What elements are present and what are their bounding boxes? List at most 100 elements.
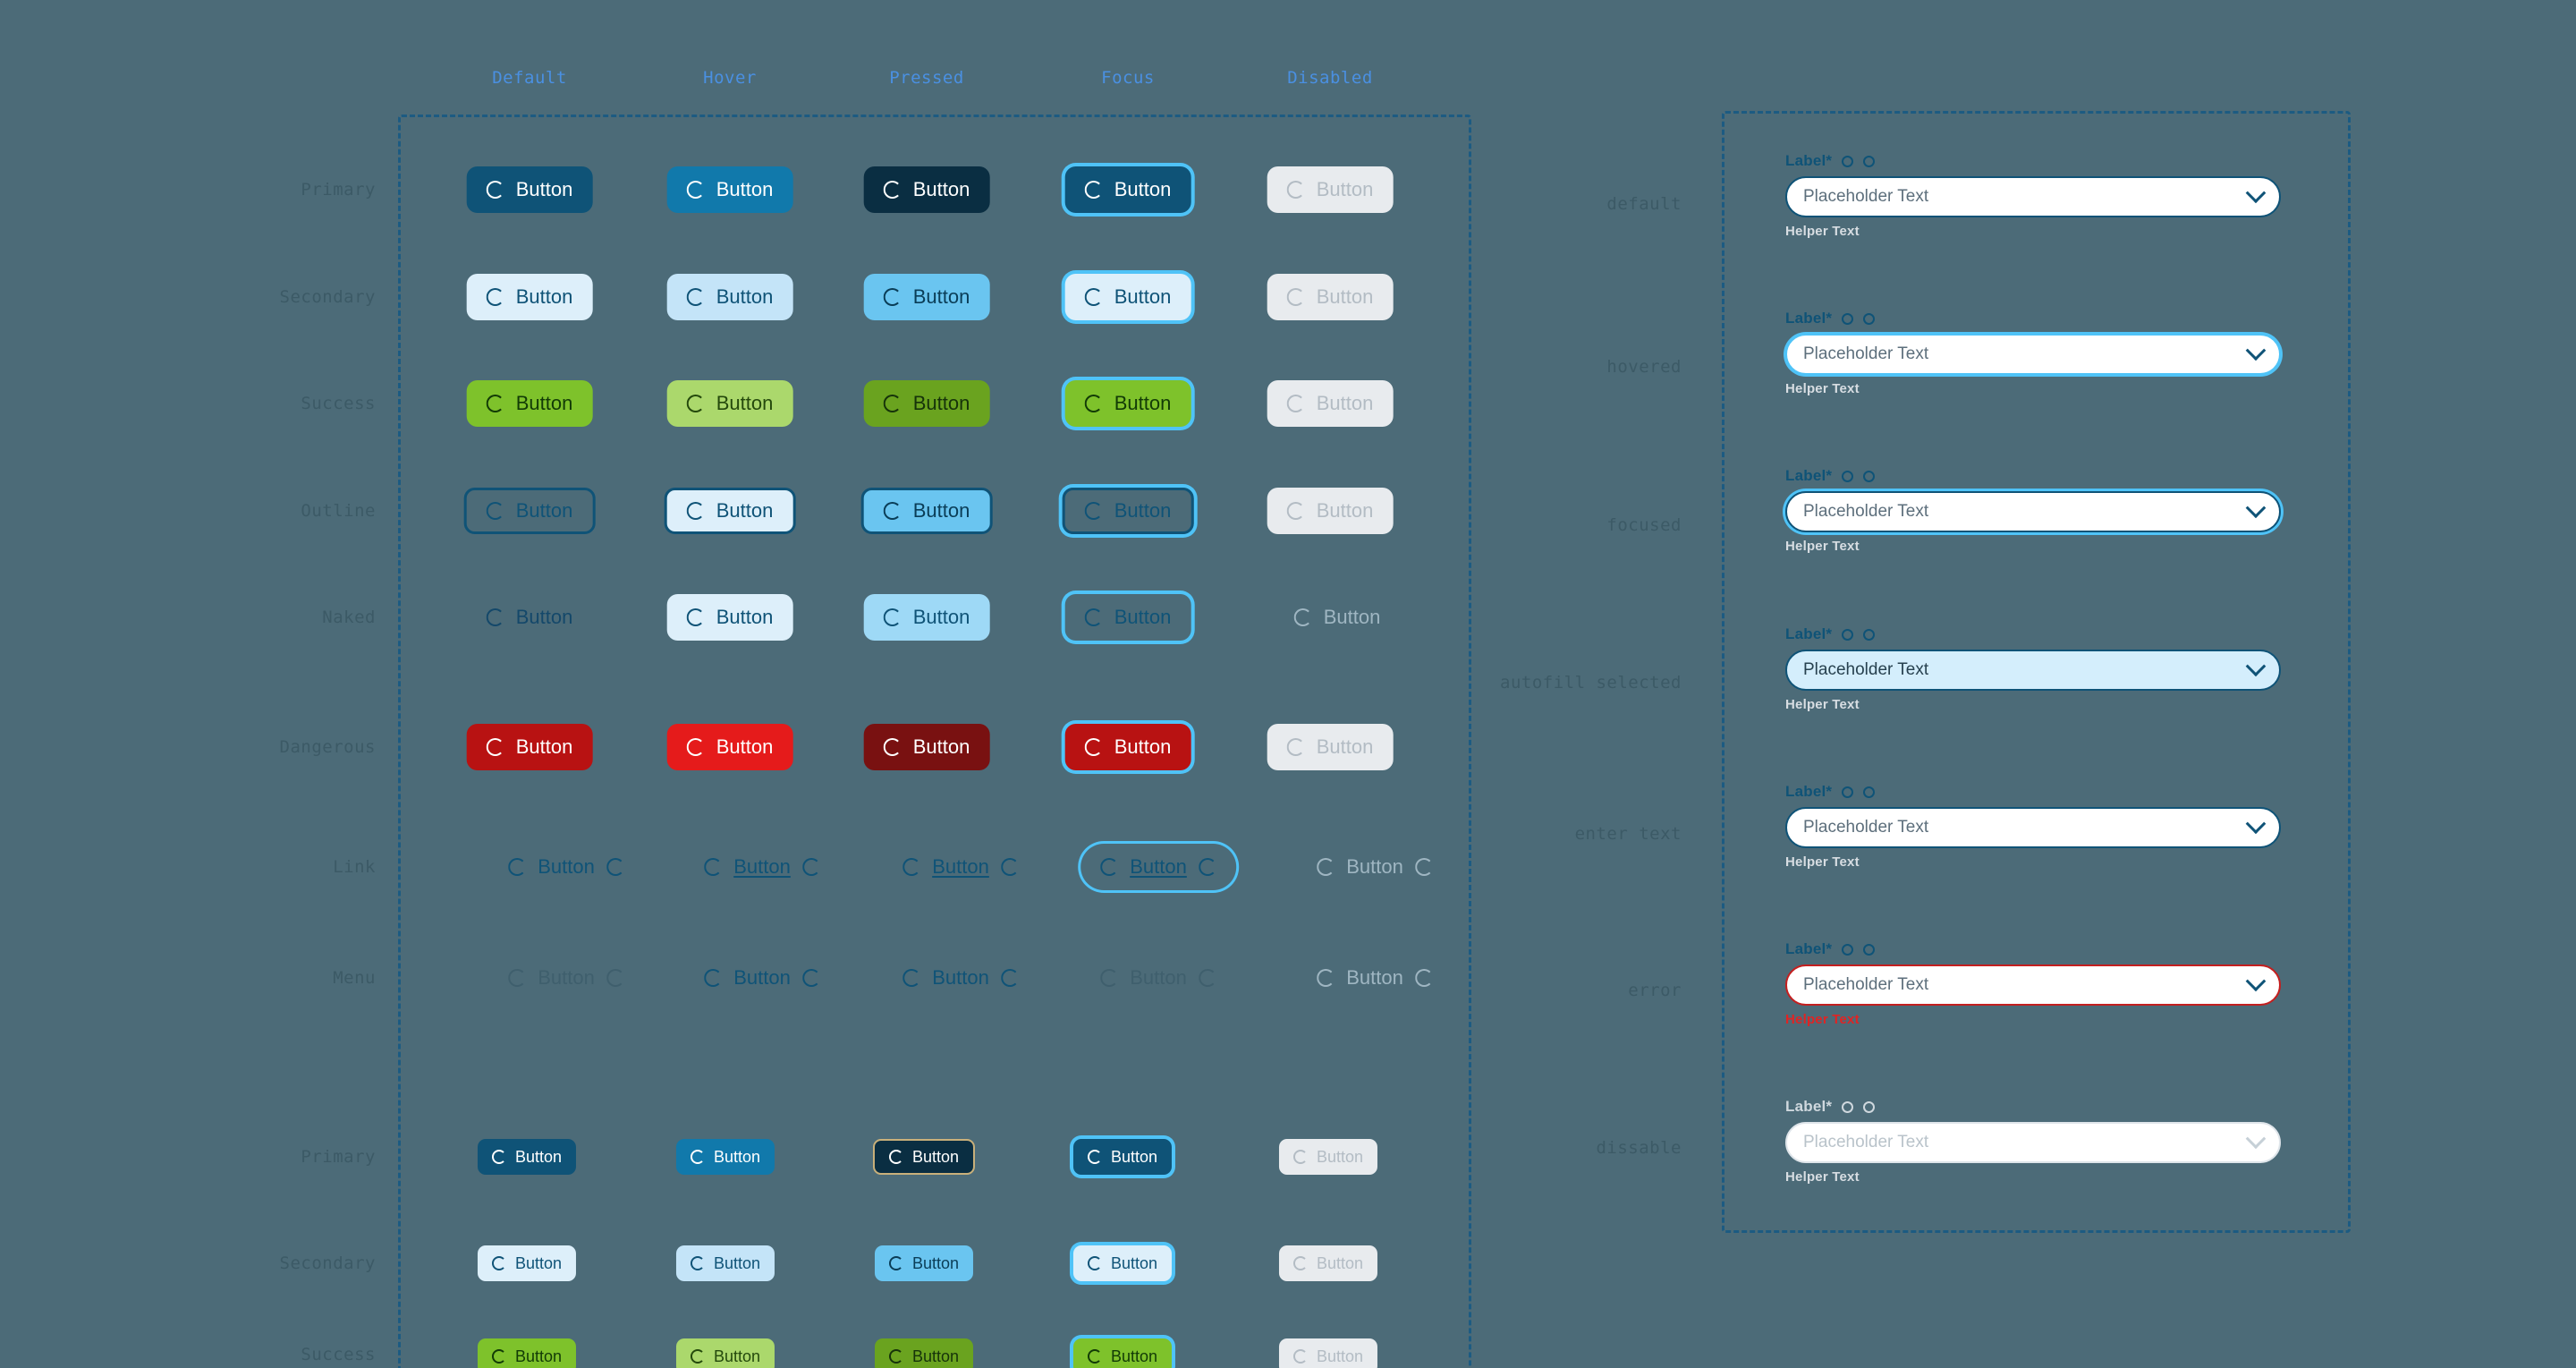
spinner-circle-icon xyxy=(1293,608,1312,626)
button-menu-hover[interactable]: Button xyxy=(684,955,840,1001)
button-success-sm-disabled: Button xyxy=(1278,1338,1378,1368)
spinner-circle-icon xyxy=(1084,288,1103,306)
spinner-circle-icon xyxy=(686,738,705,756)
select-input-error[interactable]: Placeholder Text xyxy=(1785,964,2281,1006)
button-primary-sm-default[interactable]: Button xyxy=(477,1139,577,1175)
chevron-down-icon xyxy=(2245,497,2267,519)
spinner-circle-icon xyxy=(686,181,705,199)
button-link-pressed[interactable]: Button xyxy=(883,844,1038,890)
spinner-circle-icon xyxy=(1084,738,1103,756)
button-success-hover[interactable]: Button xyxy=(666,380,793,427)
spinner-circle-icon xyxy=(1286,502,1305,520)
column-header-pressed: Pressed xyxy=(889,68,964,88)
button-secondary-sm-disabled: Button xyxy=(1278,1245,1378,1281)
select-field-entertext: Label* Placeholder Text Helper Text xyxy=(1785,783,2281,870)
select-input-autofill[interactable]: Placeholder Text xyxy=(1785,650,2281,691)
button-outline-pressed[interactable]: Button xyxy=(860,488,993,534)
button-primary-sm-disabled: Button xyxy=(1278,1139,1378,1175)
button-success-sm-default[interactable]: Button xyxy=(477,1338,577,1368)
button-primary-pressed[interactable]: Button xyxy=(863,166,990,213)
select-input-focused[interactable]: Placeholder Text xyxy=(1785,491,2281,532)
button-secondary-sm-pressed[interactable]: Button xyxy=(874,1245,974,1281)
helper-text-disabled: Helper Text xyxy=(1785,1169,1860,1185)
button-primary-sm-pressed[interactable]: Button xyxy=(872,1139,976,1175)
select-input-hovered[interactable]: Placeholder Text xyxy=(1785,334,2281,375)
circle-icon-2 xyxy=(1863,470,1876,482)
button-success-pressed[interactable]: Button xyxy=(863,380,990,427)
select-field-disabled: Label* Placeholder Text Helper Text xyxy=(1785,1098,2281,1185)
button-secondary-sm-focus[interactable]: Button xyxy=(1072,1245,1173,1281)
button-link-default[interactable]: Button xyxy=(488,844,644,890)
button-primary-hover[interactable]: Button xyxy=(666,166,793,213)
button-secondary-focus[interactable]: Button xyxy=(1064,274,1191,320)
column-header-focus: Focus xyxy=(1101,68,1155,88)
select-input-default[interactable]: Placeholder Text xyxy=(1785,176,2281,217)
button-naked-focus[interactable]: Button xyxy=(1065,594,1191,641)
chevron-down-icon xyxy=(2245,183,2267,204)
button-naked-default[interactable]: Button xyxy=(467,594,593,641)
button-secondary-hover[interactable]: Button xyxy=(666,274,793,320)
spinner-circle-icon xyxy=(686,288,705,306)
spinner-circle-icon xyxy=(1084,608,1103,626)
button-menu-pressed[interactable]: Button xyxy=(883,955,1038,1001)
button-success-sm-pressed[interactable]: Button xyxy=(874,1338,974,1368)
button-secondary-default[interactable]: Button xyxy=(466,274,593,320)
button-secondary-sm-hover[interactable]: Button xyxy=(675,1245,775,1281)
button-naked-hover[interactable]: Button xyxy=(666,594,793,641)
spinner-circle-icon xyxy=(1286,288,1305,306)
spinner-circle-icon xyxy=(486,608,504,626)
button-success-focus[interactable]: Button xyxy=(1064,380,1191,427)
button-outline-hover[interactable]: Button xyxy=(664,488,796,534)
button-primary-sm-focus[interactable]: Button xyxy=(1072,1139,1173,1175)
helper-text-focused: Helper Text xyxy=(1785,539,1860,554)
button-menu-default[interactable]: Button xyxy=(488,955,644,1001)
button-success-sm-hover[interactable]: Button xyxy=(675,1338,775,1368)
spinner-circle-icon xyxy=(1292,1349,1308,1364)
button-secondary-disabled: Button xyxy=(1267,274,1394,320)
button-link-disabled: Button xyxy=(1297,844,1453,890)
button-outline-default[interactable]: Button xyxy=(463,488,596,534)
circle-icon-2 xyxy=(1863,943,1876,956)
select-field-default: Label* Placeholder Text Helper Text xyxy=(1785,152,2281,239)
button-dangerous-hover[interactable]: Button xyxy=(666,724,793,770)
spinner-circle-icon xyxy=(1286,181,1305,199)
button-menu-focus[interactable]: Button xyxy=(1080,955,1236,1001)
button-success-default[interactable]: Button xyxy=(466,380,593,427)
button-primary-default[interactable]: Button xyxy=(466,166,593,213)
button-primary-focus[interactable]: Button xyxy=(1064,166,1191,213)
spinner-circle-icon xyxy=(486,288,504,306)
button-naked-pressed[interactable]: Button xyxy=(863,594,990,641)
button-dangerous-pressed[interactable]: Button xyxy=(863,724,990,770)
circle-icon-2 xyxy=(1863,155,1876,167)
spinner-circle-icon xyxy=(1292,1150,1308,1164)
button-secondary-pressed[interactable]: Button xyxy=(863,274,990,320)
button-dangerous-default[interactable]: Button xyxy=(466,724,593,770)
spinner-circle-icon xyxy=(883,181,902,199)
circle-icon xyxy=(1842,786,1854,798)
button-outline-disabled: Button xyxy=(1267,488,1394,534)
spinner-circle-icon xyxy=(686,608,705,626)
button-link-focus[interactable]: Button xyxy=(1080,844,1236,890)
button-secondary-sm-default[interactable]: Button xyxy=(477,1245,577,1281)
row-label-link: Link xyxy=(333,857,376,877)
spinner-circle-icon xyxy=(690,1349,705,1364)
spinner-circle-icon-trailing xyxy=(1198,858,1216,876)
select-input-entertext[interactable]: Placeholder Text xyxy=(1785,807,2281,848)
button-success-sm-focus[interactable]: Button xyxy=(1072,1338,1173,1368)
spinner-circle-icon-trailing xyxy=(606,969,624,987)
button-link-hover[interactable]: Button xyxy=(684,844,840,890)
button-dangerous-focus[interactable]: Button xyxy=(1064,724,1191,770)
circle-icon-2 xyxy=(1863,628,1876,641)
spinner-circle-icon-trailing xyxy=(1414,969,1433,987)
column-header-disabled: Disabled xyxy=(1287,68,1373,88)
spinner-circle-icon xyxy=(1087,1256,1102,1270)
button-primary-sm-hover[interactable]: Button xyxy=(675,1139,775,1175)
helper-text-hovered: Helper Text xyxy=(1785,381,1860,396)
field-row-label-hovered: hovered xyxy=(1606,357,1682,377)
spinner-circle-icon xyxy=(486,738,504,756)
button-outline-focus[interactable]: Button xyxy=(1062,488,1194,534)
spinner-circle-icon xyxy=(1087,1150,1102,1164)
spinner-circle-icon xyxy=(1292,1256,1308,1270)
helper-text-entertext: Helper Text xyxy=(1785,854,1860,870)
row-label-dangerous: Dangerous xyxy=(279,737,376,757)
